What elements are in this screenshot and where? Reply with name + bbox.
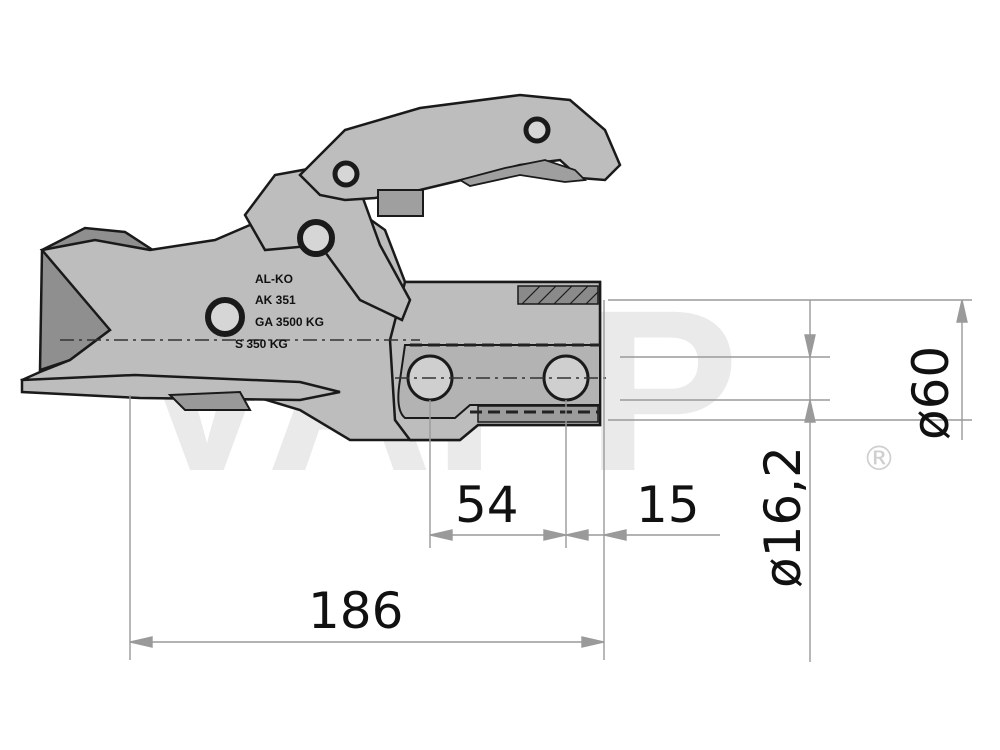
- dimension-lines: [129, 299, 968, 662]
- arrow-16-2-bottom: [804, 399, 816, 423]
- handle-grip: [457, 159, 587, 187]
- hatched-section: [517, 285, 599, 305]
- underside-boss: [167, 390, 252, 411]
- registered-mark: ®: [862, 439, 896, 479]
- handle-rivet: [523, 116, 551, 144]
- arrow-186-right: [581, 636, 605, 648]
- arrow-60-top: [956, 299, 968, 323]
- body-stamp: AL-KO AK 351 GA 3500 KG S 350 KG: [235, 272, 324, 351]
- dim-label-186: 186: [308, 582, 403, 640]
- arrow-186-left: [129, 636, 153, 648]
- arrow-16-2-top: [804, 334, 816, 358]
- spring-block: [377, 189, 424, 217]
- stamp-line-1: AL-KO: [255, 272, 293, 286]
- arrow-15-left: [565, 529, 589, 541]
- dim-label-15: 15: [636, 476, 700, 534]
- hatch-lines: [521, 285, 599, 305]
- dim-label-54: 54: [455, 476, 519, 534]
- stamp-line-3: GA 3500 KG: [255, 315, 324, 329]
- dimension-labels: 186 54 15 ø16,2 ø60: [308, 346, 960, 640]
- stamp-line-2: AK 351: [255, 293, 296, 307]
- handle-pivot-hole: [332, 160, 360, 188]
- coupling-head: AL-KO AK 351 GA 3500 KG S 350 KG: [20, 93, 622, 442]
- base-plate: [20, 373, 341, 402]
- extension-lines: [129, 299, 972, 660]
- dim-label-16-2: ø16,2: [754, 446, 812, 588]
- lower-hatched-section: [477, 405, 599, 423]
- arrow-54-left: [429, 529, 453, 541]
- arrow-15-right: [603, 529, 627, 541]
- stamp-line-4: S 350 KG: [235, 337, 288, 351]
- body-pivot-hole: [205, 297, 245, 337]
- arrow-54-right: [543, 529, 567, 541]
- lever-pivot-hole: [297, 219, 335, 257]
- dim-label-60: ø60: [902, 346, 960, 440]
